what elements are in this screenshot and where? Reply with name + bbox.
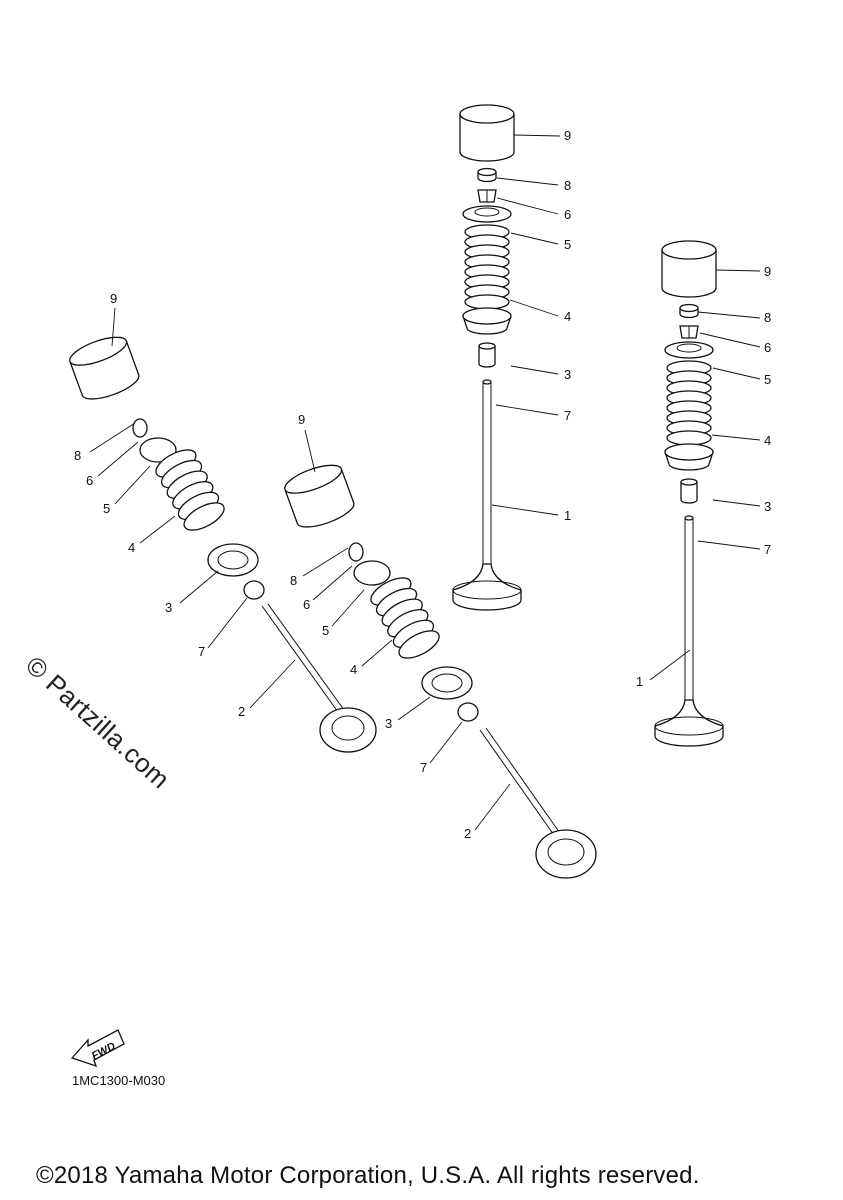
- valve-assembly-center: [453, 105, 521, 610]
- callout-2: 2: [238, 704, 245, 719]
- callout-7: 7: [198, 644, 205, 659]
- callout-5: 5: [103, 501, 110, 516]
- callout-8: 8: [290, 573, 297, 588]
- leader-lines: [89, 134, 761, 831]
- callout-8: 8: [564, 178, 571, 193]
- callout-4: 4: [564, 309, 571, 324]
- callout-6: 6: [303, 597, 310, 612]
- callout-9: 9: [764, 264, 771, 279]
- callout-9: 9: [298, 412, 305, 427]
- callout-8: 8: [764, 310, 771, 325]
- callout-4: 4: [128, 540, 135, 555]
- callout-9: 9: [564, 128, 571, 143]
- callout-3: 3: [564, 367, 571, 382]
- callout-5: 5: [764, 372, 771, 387]
- callout-6: 6: [564, 207, 571, 222]
- valve-assembly-middle: [280, 458, 597, 879]
- callout-5: 5: [564, 237, 571, 252]
- valve-assembly-right: [655, 241, 723, 746]
- callout-3: 3: [764, 499, 771, 514]
- callout-9: 9: [110, 291, 117, 306]
- callout-2: 2: [464, 826, 471, 841]
- callout-8: 8: [74, 448, 81, 463]
- callout-4: 4: [350, 662, 357, 677]
- callout-5: 5: [322, 623, 329, 638]
- valve-assembly-left: [65, 330, 377, 753]
- callout-4: 4: [764, 433, 771, 448]
- diagram-code: 1MC1300-M030: [72, 1073, 166, 1088]
- fwd-arrow-icon: FWD: [70, 1029, 125, 1068]
- copyright-notice: ©2018 Yamaha Motor Corporation, U.S.A. A…: [36, 1162, 700, 1189]
- callout-7: 7: [420, 760, 427, 775]
- callout-1: 1: [636, 674, 643, 689]
- callout-1: 1: [564, 508, 571, 523]
- callout-6: 6: [764, 340, 771, 355]
- callout-6: 6: [86, 473, 93, 488]
- callout-7: 7: [764, 542, 771, 557]
- callout-3: 3: [385, 716, 392, 731]
- callouts: 9 8 6 5 4 3 7 1 9 8 6 5 4 3 7 1 9 8 6 5 …: [74, 128, 771, 841]
- callout-3: 3: [165, 600, 172, 615]
- callout-7: 7: [564, 408, 571, 423]
